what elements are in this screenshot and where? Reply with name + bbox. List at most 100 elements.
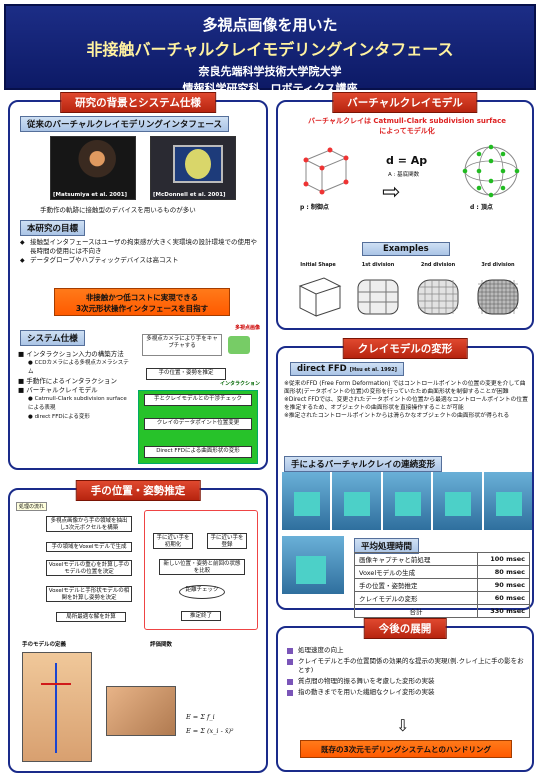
spec-subitem: ● Catmull-Clark subdivision surfaceによる表現 [28, 396, 127, 411]
hand-step-4: Voxelモデルと手形状モデルの相関を計算し姿勢を決定 [46, 586, 132, 602]
deform-frame [382, 472, 432, 530]
hand-skeleton-image [22, 652, 92, 762]
clay-equation: d = Ap [386, 154, 428, 167]
goal-box-line2: 3次元形状操作インタフェースを目指す [75, 304, 209, 313]
dffd-paragraph: ※Direct FFDでは、変更されたデータポイントの位置から最適なコントロール… [284, 397, 528, 411]
poster-title-line2: 非接触バーチャルクレイモデリングインタフェース [86, 40, 454, 59]
clay-panel: バーチャルクレイモデル バーチャルクレイは Catmull-Clark subd… [276, 92, 534, 330]
clay-cube-shape [495, 492, 522, 516]
example-cube-initial [298, 277, 342, 317]
conventional-bar: 従来のバーチャルクレイモデリングインタフェース [20, 116, 229, 132]
examples-bar: Examples [362, 242, 450, 256]
dffd-label: direct FFD [297, 364, 347, 374]
photo-matsumiya: [Matsumiya et al. 2001] [50, 136, 136, 200]
photo2-caption: [McDonnell et al. 2001] [153, 192, 226, 198]
goal-box-line1: 非接触かつ低コストに実現できる [85, 293, 199, 302]
goal-item: データグローブやハプティックデバイスは高コスト [20, 256, 262, 265]
hand-panel-title: 手の位置・姿勢推定 [75, 480, 201, 501]
deform-frame [433, 472, 482, 530]
future-panel-title: 今後の展開 [363, 618, 447, 639]
future-item: 質点間の物理的振る舞いを考慮した変形の実装 [286, 677, 528, 686]
dffd-text: ※従来のFFD (Free Form Deformation) ではコントロール… [284, 380, 530, 420]
spec-item-text: 手動作によるインタラクション [26, 377, 118, 385]
goal-box: 非接触かつ低コストに実現できる 3次元形状操作インタフェースを目指す [54, 288, 230, 316]
future-list: 処理速度の向上 クレイモデルと手の位置関係の効果的な提示の実現(例.クレイ上に手… [286, 646, 528, 699]
subdivided-sphere [462, 144, 520, 198]
flow-box-deform: Direct FFDによる曲面形状の変形 [144, 446, 252, 458]
goal-list: 接触型インタフェースはユーザの拘束感が大きく実環境の設計環境での使用や長時間の使… [20, 238, 262, 265]
examples-images [290, 272, 526, 320]
control-cube [303, 147, 349, 195]
spec-item-text: インタラクション入力の構築方法 [26, 350, 124, 358]
hand-right-check: 距離チェック [179, 585, 225, 599]
hand-step-3: Voxelモデルの重心を計算し手のモデルの位置を決定 [46, 560, 132, 576]
examples-labels: Initial Shape 1st division 2nd division … [290, 262, 526, 268]
example-label: 3rd division [481, 262, 515, 268]
hand-flow-title: 処理の流れ [16, 502, 48, 511]
future-goal-box: 既存の3次元モデリングシステムとのハンドリング [300, 740, 512, 758]
transform-arrow-icon: ⇨ [382, 180, 401, 205]
clay-cube-shape [294, 492, 320, 516]
spec-subitem: ● direct FFDによる変形 [28, 414, 90, 420]
table-cell-value: 90 msec [477, 578, 530, 592]
spec-item: ■ インタラクション入力の構築方法 [18, 350, 124, 358]
skeleton-line [55, 663, 57, 753]
future-item: クレイモデルと手の位置関係の効果的な提示の実現(例.クレイ上に手の影をおとす) [286, 657, 528, 675]
clay-cube-shape [344, 492, 371, 516]
photo-mcdonnell: [McDonnell et al. 2001] [150, 136, 236, 200]
spec-list: ■ インタラクション入力の構築方法 ● CCDカメラによる多視点カメラシステム … [18, 350, 130, 422]
example-cube-1st [357, 279, 399, 315]
affiliation-university: 奈良先端科学技術大学院大学 [198, 65, 342, 78]
skeleton-line [41, 683, 71, 685]
deform-frame [282, 472, 331, 530]
hand-right-init: 手に近い手を初期化 [153, 533, 193, 549]
clay-description: バーチャルクレイは Catmull-Clark subdivision surf… [308, 117, 506, 135]
goal-item: 接触型インタフェースはユーザの拘束感が大きく実環境の設計環境での使用や長時間の使… [20, 238, 262, 256]
hand-right-compare: 新しい位置・姿勢と前回の状態を比較 [159, 559, 245, 575]
deform-frame [332, 472, 381, 530]
deform-panel-title: クレイモデルの変形 [342, 338, 468, 359]
clay-cube-shape [296, 556, 326, 584]
realtime-bar: 手によるバーチャルクレイの連続変形 [284, 456, 443, 472]
photo1-caption: [Matsumiya et al. 2001] [53, 192, 128, 198]
deform-frame [483, 472, 533, 530]
background-panel-title: 研究の背景とシステム仕様 [60, 92, 216, 113]
formula-line: E = Σ (x_i - x̄)² [186, 727, 234, 735]
table-cell-value: 330 msec [477, 604, 530, 618]
conventional-note: 手動作の軌跡に接触型のデバイスを用いるものが多い [40, 206, 196, 214]
evaluation-label: 評価関数 [150, 642, 173, 648]
table-cell-value: 100 msec [477, 552, 530, 566]
hand-right-end: 推定終了 [181, 611, 221, 621]
formula-line: E = Σ f_i [186, 713, 215, 721]
spec-bar: システム仕様 [20, 330, 85, 346]
example-cube-2nd [417, 279, 459, 315]
spec-item-text: バーチャルクレイモデル [26, 386, 98, 394]
example-label: 2nd division [420, 262, 456, 268]
poster-header: 多視点画像を用いた 非接触バーチャルクレイモデリングインタフェース 奈良先端科学… [4, 4, 536, 95]
flow-box-update: クレイのデータポイント位置変更 [144, 418, 252, 430]
clay-head-shape [185, 149, 211, 179]
hand-step-1: 多視点画像から手の領域を抽出し3次元ボクセルを構築 [46, 516, 132, 532]
background-panel: 研究の背景とシステム仕様 従来のバーチャルクレイモデリングインタフェース [Ma… [8, 92, 268, 470]
down-arrow-icon: ⇩ [396, 716, 410, 735]
example-label: 1st division [361, 262, 395, 268]
example-cube-3rd [477, 279, 519, 315]
future-item: 指の動きまでを用いた繊細なクレイ変形の実装 [286, 688, 528, 697]
flow-label-mid: インタラクション [219, 381, 260, 387]
spec-item-text: direct FFDによる変形 [34, 414, 90, 420]
hand-panel: 手の位置・姿勢推定 処理の流れ 多視点画像から手の領域を抽出し3次元ボクセルを構… [8, 480, 268, 773]
example-label: Initial Shape [300, 262, 336, 268]
clay-cube-shape [394, 492, 421, 516]
hand-voxel-image [106, 686, 176, 736]
goal-bar: 本研究の目標 [20, 220, 86, 236]
flow-box-capture: 多視点カメラにより手をキャプチャする [142, 334, 222, 356]
dffd-bar: direct FFD [Hsu et al. 1992] [290, 362, 404, 376]
hand-model-label: 手のモデルの定義 [22, 642, 67, 648]
hand-right-register: 手に近い手を登録 [207, 533, 247, 549]
dffd-ref: [Hsu et al. 1992] [349, 367, 397, 373]
clay-cube-shape [445, 492, 472, 516]
